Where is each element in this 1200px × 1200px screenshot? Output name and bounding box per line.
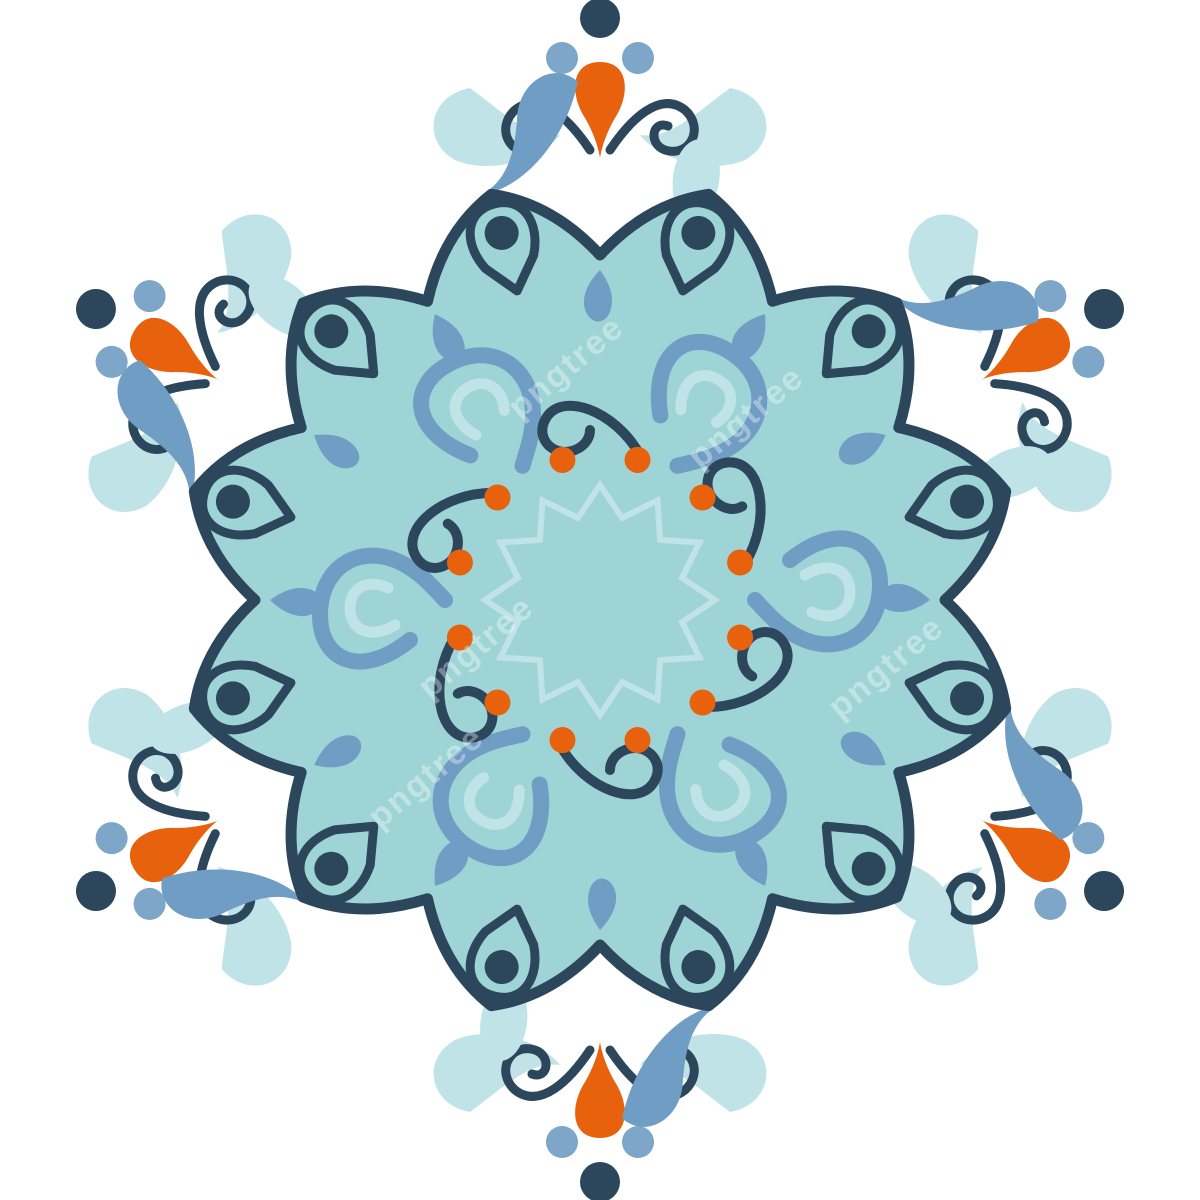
center-star	[479, 479, 721, 721]
